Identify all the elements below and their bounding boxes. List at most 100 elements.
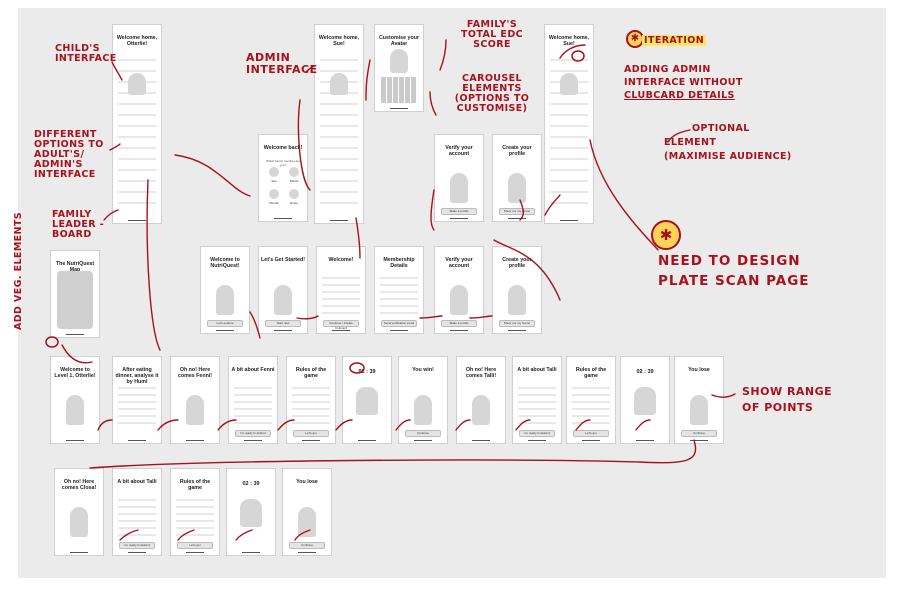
annotation-optional-1: OPTIONAL — [692, 123, 750, 134]
status-bar — [516, 359, 558, 362]
form-field — [118, 401, 156, 403]
character-figure — [634, 387, 656, 415]
member-avatar — [269, 189, 279, 199]
mockup-screen-get-started: Let's Get Started!Start now — [258, 246, 308, 334]
annotation-optional-2: ELEMENT — [664, 137, 717, 148]
mockup-screen-timer-2: 02 : 39 — [620, 356, 670, 444]
status-bar — [548, 27, 590, 30]
screen-title: Oh no! Here comes Talli! — [465, 367, 497, 379]
status-bar — [320, 249, 362, 252]
form-field — [322, 298, 360, 300]
character-figure — [450, 173, 468, 203]
form-field — [292, 415, 330, 417]
home-indicator — [390, 108, 408, 109]
form-field — [118, 408, 156, 410]
annotation-show-range-2: OF POINTS — [742, 401, 814, 414]
member-avatar — [269, 167, 279, 177]
status-bar — [438, 137, 480, 140]
screen-button: Make a profile — [441, 320, 477, 327]
form-field — [234, 422, 272, 424]
list-row — [550, 103, 588, 105]
form-field — [322, 305, 360, 307]
screen-button: I'm ready to defend — [235, 430, 271, 437]
character-figure — [414, 395, 432, 425]
list-row — [320, 158, 358, 160]
annotation-iteration: ITERATION — [642, 35, 707, 46]
screen-button: Let's go! — [573, 430, 609, 437]
timer-readout: 02 : 39 — [636, 369, 654, 375]
home-indicator — [242, 552, 260, 553]
form-field — [380, 291, 418, 293]
annotation-adding-admin-1: ADDING ADMIN — [624, 64, 711, 75]
form-field — [322, 284, 360, 286]
form-field — [176, 520, 214, 522]
home-indicator — [508, 330, 526, 331]
screen-button: Continue / Create Clubcard — [323, 320, 359, 330]
form-field — [292, 401, 330, 403]
character-figure — [274, 285, 292, 315]
list-row — [320, 125, 358, 127]
form-field — [322, 291, 360, 293]
screen-button: I'm ready to defend — [519, 430, 555, 437]
status-bar — [438, 249, 480, 252]
annotation-childs-interface: CHILD'S INTERFACE — [55, 43, 117, 64]
screen-title: Oh no! Here comes Closa! — [61, 479, 97, 491]
character-figure — [70, 507, 88, 537]
customise-options-carousel — [381, 77, 417, 103]
screen-button: Let's go! — [177, 542, 213, 549]
form-field — [118, 506, 156, 508]
screen-button: Start now — [265, 320, 301, 327]
annotation-plate-scan-2: PLATE SCAN PAGE — [658, 273, 810, 289]
form-field — [572, 415, 610, 417]
form-field — [572, 408, 610, 410]
mockup-screen-child-home: Welcome home, Otterlie! — [112, 24, 162, 224]
screen-title: Welcome to NutriQuest! — [210, 257, 240, 269]
status-bar — [58, 471, 100, 474]
form-field — [234, 401, 272, 403]
status-bar — [570, 359, 612, 362]
home-indicator — [450, 218, 468, 219]
form-field — [176, 513, 214, 515]
status-bar — [204, 249, 246, 252]
home-indicator — [358, 440, 376, 441]
status-bar — [262, 249, 304, 252]
form-field — [234, 387, 272, 389]
annotation-admin-interface: ADMIN INTERFACE — [246, 51, 318, 76]
form-field — [292, 394, 330, 396]
screen-button: Let's explore — [207, 320, 243, 327]
status-bar — [230, 471, 272, 474]
member-name: Sue — [271, 179, 277, 183]
screen-title: Welcome home, Sue! — [318, 35, 360, 47]
home-indicator — [582, 440, 600, 441]
status-bar — [54, 253, 96, 256]
status-bar — [346, 359, 388, 362]
home-indicator — [274, 218, 292, 219]
character-figure — [472, 395, 490, 425]
status-bar — [174, 471, 216, 474]
list-row — [320, 136, 358, 138]
form-field — [380, 298, 418, 300]
home-indicator — [244, 440, 262, 441]
home-indicator — [472, 440, 490, 441]
list-row — [118, 125, 156, 127]
annotation-family-total: FAMILY'S TOTAL EDC SCORE — [461, 19, 523, 50]
form-field — [380, 277, 418, 279]
list-row — [320, 180, 358, 182]
form-field — [176, 499, 214, 501]
status-bar — [116, 359, 158, 362]
form-field — [380, 305, 418, 307]
mockup-screen-timer-3: 02 : 39 — [226, 468, 276, 556]
screen-title: Create your profile — [502, 257, 532, 269]
status-bar — [174, 359, 216, 362]
form-field — [292, 408, 330, 410]
screen-button: Continue — [405, 430, 441, 437]
list-row — [118, 136, 156, 138]
screen-button: Continue — [289, 542, 325, 549]
list-row — [550, 158, 588, 160]
list-row — [118, 169, 156, 171]
